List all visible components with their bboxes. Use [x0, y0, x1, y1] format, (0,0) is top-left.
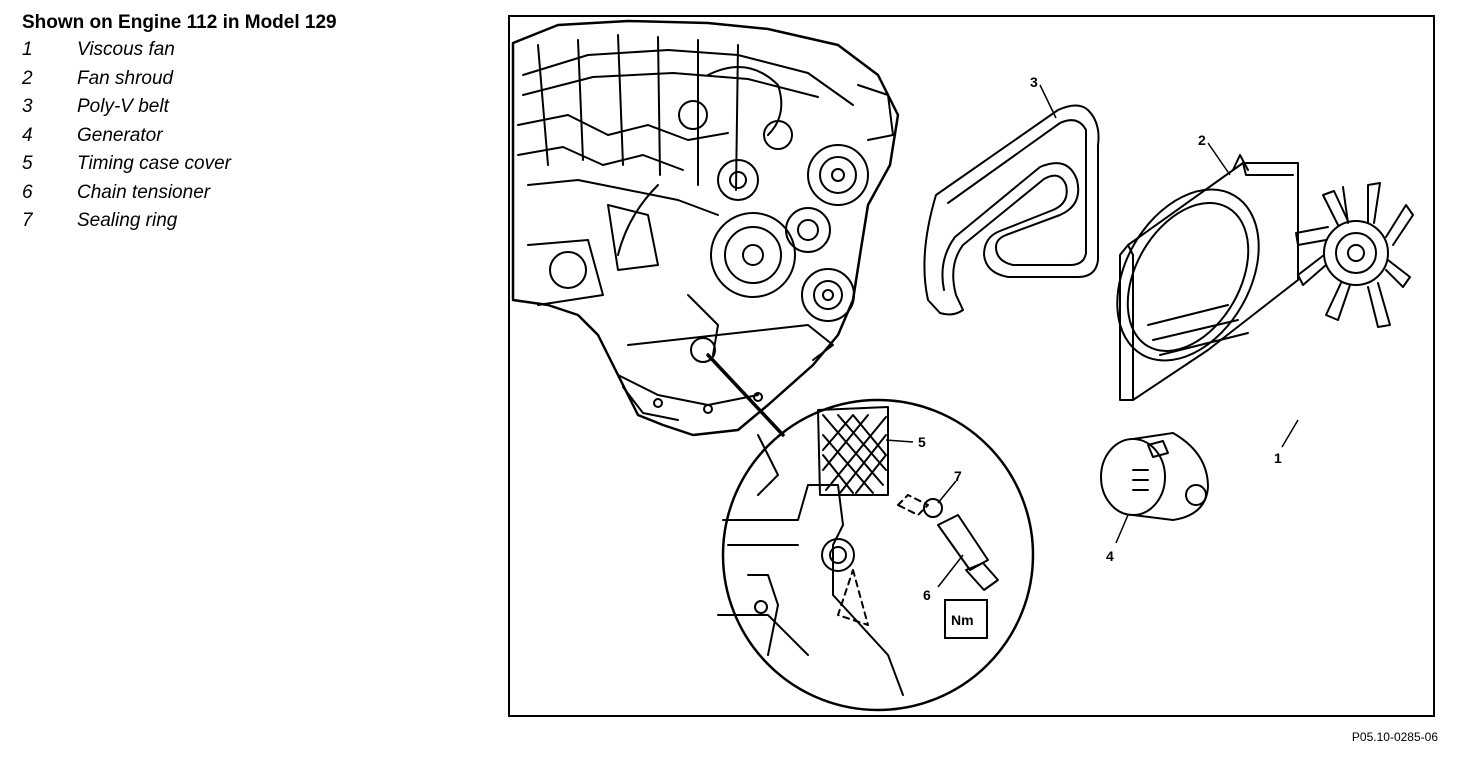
legend: Shown on Engine 112 in Model 129 1 Viscou… — [22, 12, 492, 236]
callout-7: 7 — [954, 468, 962, 484]
poly-v-belt — [923, 104, 1100, 316]
callout-6: 6 — [923, 587, 931, 603]
callout-1: 1 — [1274, 450, 1282, 466]
torque-label: Nm — [951, 612, 974, 628]
exploded-view-illustration: 3 2 1 5 7 6 4 Nm — [511, 19, 1414, 712]
callout-3: 3 — [1030, 74, 1038, 90]
legend-item: 2 Fan shroud — [22, 65, 492, 94]
legend-item-label: Fan shroud — [77, 67, 174, 89]
legend-item: 3 Poly-V belt — [22, 93, 492, 122]
detail-inset — [717, 398, 1035, 712]
engine-block — [511, 19, 900, 437]
callout-5: 5 — [918, 434, 926, 450]
legend-item-number: 3 — [22, 96, 33, 118]
illustration-frame — [508, 15, 1435, 717]
callout-labels: 3 2 1 5 7 6 4 — [918, 74, 1282, 603]
legend-item-label: Timing case cover — [77, 153, 231, 175]
callout-4: 4 — [1106, 548, 1114, 564]
detail-pointer-line — [706, 353, 785, 437]
fan-shroud — [1116, 154, 1299, 401]
legend-title: Shown on Engine 112 in Model 129 — [22, 12, 337, 33]
legend-item: 7 Sealing ring — [22, 207, 492, 236]
legend-item-label: Poly-V belt — [77, 96, 169, 118]
leader-lines — [885, 84, 1299, 588]
generator — [1100, 432, 1209, 521]
legend-item-number: 7 — [22, 210, 33, 232]
legend-item: 5 Timing case cover — [22, 150, 492, 179]
callout-2: 2 — [1198, 132, 1206, 148]
viscous-fan — [1295, 182, 1414, 328]
legend-item: 4 Generator — [22, 122, 492, 151]
legend-item-label: Generator — [77, 124, 163, 146]
legend-item-number: 6 — [22, 181, 33, 203]
legend-item-number: 1 — [22, 39, 33, 61]
legend-item-number: 5 — [22, 153, 33, 175]
legend-item: 1 Viscous fan — [22, 36, 492, 65]
legend-item-number: 2 — [22, 67, 33, 89]
torque-box: Nm — [944, 599, 988, 639]
figure-code: P05.10-0285-06 — [1351, 730, 1438, 744]
legend-item-label: Viscous fan — [77, 39, 175, 61]
legend-item-label: Sealing ring — [77, 210, 178, 232]
legend-item-label: Chain tensioner — [77, 181, 211, 203]
legend-item-number: 4 — [22, 124, 33, 146]
legend-list: 1 Viscous fan 2 Fan shroud 3 Poly-V belt 4 G… — [22, 36, 492, 236]
legend-item: 6 Chain tensioner — [22, 179, 492, 208]
